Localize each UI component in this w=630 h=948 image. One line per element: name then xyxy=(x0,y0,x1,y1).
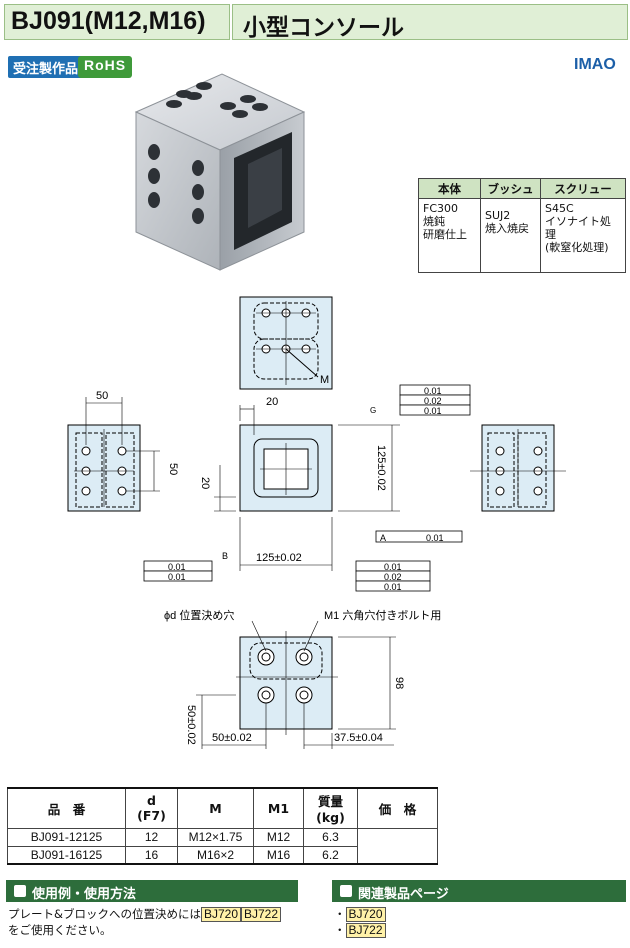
cell-price xyxy=(357,827,438,865)
product-photo xyxy=(134,73,306,271)
link-bj722[interactable]: BJ722 xyxy=(241,907,282,922)
material-cell-body: FC300 焼鈍 研磨仕上 xyxy=(418,198,481,273)
cell-m: M16×2 xyxy=(177,845,254,865)
usage-text-line: をご使用ください。 xyxy=(8,923,112,937)
col-price: 価 格 xyxy=(357,787,438,829)
link-related-bj722[interactable]: BJ722 xyxy=(345,923,386,938)
material-line: 焼鈍 xyxy=(423,215,445,228)
tolerance-value: 0.01 xyxy=(384,582,402,592)
col-m1: M1 xyxy=(253,787,304,829)
col-d-sub: (F7) xyxy=(137,808,166,824)
material-line: FC300 xyxy=(423,202,459,215)
dim-50-bottom: 50±0.02 xyxy=(212,732,252,744)
usage-text-line: プレート&ブロックへの位置決めには xyxy=(8,907,201,921)
tolerance-value: 0.01 xyxy=(384,562,402,572)
usage-section-title: 使用例・使用方法 xyxy=(6,880,298,902)
tolerance-value: 0.01 xyxy=(424,386,442,396)
related-section-title: 関連製品ページ xyxy=(332,880,626,902)
related-list: ・BJ720 ・BJ722 xyxy=(334,906,386,938)
col-mass-sub: (kg) xyxy=(316,810,345,826)
datum-b: B xyxy=(222,551,228,561)
material-line: 研磨仕上 xyxy=(423,228,467,241)
material-line: (軟窒化処理) xyxy=(545,241,609,254)
material-header: ブッシュ xyxy=(480,178,541,199)
rohs-badge: RoHS xyxy=(78,56,133,78)
finish-g: G xyxy=(370,406,376,415)
material-table: 本体 ブッシュ スクリュー FC300 焼鈍 研磨仕上 SUJ2 焼入焼戻 S4… xyxy=(418,178,626,273)
technical-drawing: M 50 50 20 20 125±0.02 125±0.02 G xyxy=(67,296,566,749)
brand-logo: IMAO xyxy=(574,56,616,73)
cell-mass: 6.2 xyxy=(303,845,358,865)
dim-50-vert: 50±0.02 xyxy=(185,705,197,745)
col-part: 品 番 xyxy=(7,787,126,829)
cell-d: 12 xyxy=(125,827,178,847)
link-bj720[interactable]: BJ720 xyxy=(200,907,241,922)
cell-part: BJ091-12125 xyxy=(7,827,126,847)
link-related-bj720[interactable]: BJ720 xyxy=(345,907,386,922)
material-line: SUJ2 xyxy=(485,209,511,222)
tolerance-value: 0.02 xyxy=(424,396,442,406)
dim-125-h: 125±0.02 xyxy=(256,552,302,564)
tolerance-value: 0.01 xyxy=(426,533,444,543)
tolerance-value: 0.01 xyxy=(168,572,186,582)
material-cell-bush: SUJ2 焼入焼戻 xyxy=(480,198,541,273)
hole-d-label: ϕd 位置決め穴 xyxy=(164,608,234,622)
tolerance-value: 0.01 xyxy=(424,406,442,416)
product-code: BJ091(M12,M16) xyxy=(4,4,230,40)
hole-m1-label: M1 六角穴付きボルト用 xyxy=(324,608,441,622)
related-title-text: 関連製品ページ xyxy=(358,887,449,902)
material-line: 焼入焼戻 xyxy=(485,222,529,235)
datum-a: A xyxy=(380,533,386,543)
tolerance-value: 0.02 xyxy=(384,572,402,582)
material-cell-screw: S45C イソナイト処理 (軟窒化処理) xyxy=(540,198,626,273)
dim-125-v: 125±0.02 xyxy=(375,445,387,491)
dim-98: 98 xyxy=(393,677,405,689)
cell-mass: 6.3 xyxy=(303,827,358,847)
product-name: 小型コンソール xyxy=(232,4,628,41)
material-line: S45C xyxy=(545,202,574,215)
dim-37-5: 37.5±0.04 xyxy=(334,732,383,744)
cell-m1: M16 xyxy=(253,845,304,865)
material-header: スクリュー xyxy=(540,178,626,199)
col-d-label: d xyxy=(147,793,156,809)
table-row: BJ091-12125 12 M12×1.75 M12 6.3 xyxy=(7,827,438,865)
label-m: M xyxy=(320,374,329,386)
page-header: BJ091(M12,M16) 小型コンソール xyxy=(0,0,630,44)
cell-m1: M12 xyxy=(253,827,304,847)
col-m: M xyxy=(177,787,254,829)
tolerance-value: 0.01 xyxy=(168,562,186,572)
related-item: ・BJ720 xyxy=(334,906,386,922)
dim-20-left: 20 xyxy=(199,477,211,489)
table-row: BJ091-16125 16 M16×2 M16 6.2 xyxy=(7,845,438,865)
cell-part: BJ091-16125 xyxy=(7,845,126,865)
dim-50-left: 50 xyxy=(96,390,108,402)
cell-d: 16 xyxy=(125,845,178,865)
material-line: イソナイト処理 xyxy=(545,215,611,241)
dim-20-top: 20 xyxy=(266,396,278,408)
spec-table: 品 番 d(F7) M M1 質量(kg) 価 格 BJ091-12125 12… xyxy=(7,787,438,865)
col-mass: 質量(kg) xyxy=(303,787,358,829)
made-to-order-badge: 受注製作品 xyxy=(8,56,84,78)
col-d: d(F7) xyxy=(125,787,178,829)
related-item: ・BJ722 xyxy=(334,922,386,938)
cell-m: M12×1.75 xyxy=(177,827,254,847)
col-mass-label: 質量 xyxy=(317,794,343,810)
material-header: 本体 xyxy=(418,178,481,199)
dim-50-side: 50 xyxy=(167,463,179,475)
usage-title-text: 使用例・使用方法 xyxy=(32,887,137,902)
